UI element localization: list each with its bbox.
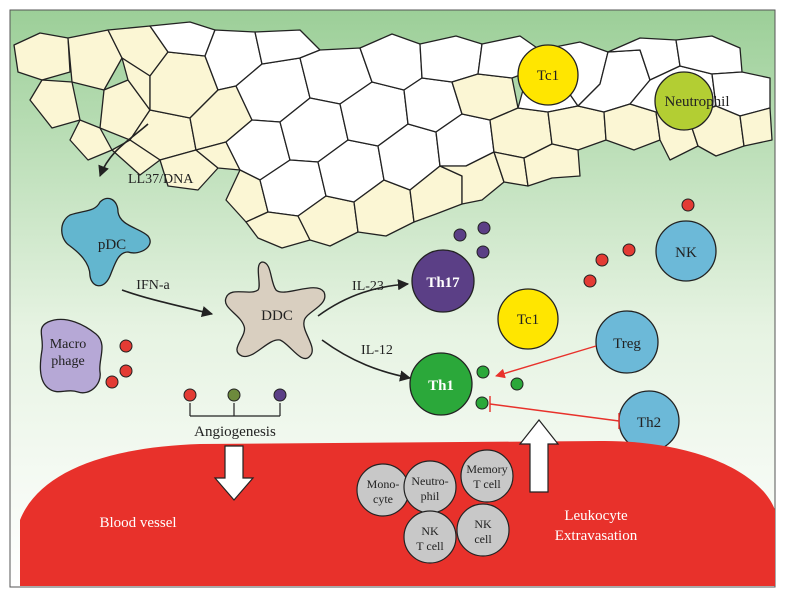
ifn-label: IFN-a [136,278,170,293]
angiogenesis-down-arrow [213,445,255,501]
extravasation-up-arrow [518,419,560,493]
nk-cytokine-dot [622,243,636,257]
angiogenesis-bracket [189,403,281,417]
nk-cytokine-dot [595,253,609,267]
angiogenesis-dot-red [183,388,197,402]
treg-cell: Treg [595,310,659,374]
vessel-neutrophil-label-line2: phil [421,489,440,503]
th1-cytokine-dot [475,396,489,410]
ddc-label: DDC [261,308,293,324]
pdc-label: pDC [98,237,126,253]
memory-label-line1: Memory [466,462,507,476]
leukocyte-label-line2: Extravasation [555,528,638,544]
tc1-top-label: Tc1 [537,68,559,84]
ddc-cell: DDC [224,261,326,359]
th17-label: Th17 [426,275,460,291]
nk-cytokine-dot [583,274,597,288]
treg-to-th1-arrow [495,345,597,379]
th17-cytokine-dot [476,245,490,259]
monocyte-label-line1: Mono- [367,477,400,491]
macrophage-cytokine-dot [119,339,133,353]
th2-label: Th2 [637,415,661,431]
ll37-label: LL37/DNA [128,172,194,187]
macrophage-cytokine-dot [119,364,133,378]
tc1-mid-label: Tc1 [517,312,539,328]
nkcell-label-line1: NK [474,517,492,531]
angiogenesis-dot-purple [273,388,287,402]
angiogenesis-label: Angiogenesis [194,424,276,440]
vessel-cell-memory-t: Memory T cell [460,449,514,503]
ll37-arrow [98,123,149,178]
pdc-cell: pDC [61,197,151,287]
th1-label: Th1 [428,378,454,394]
vessel-cell-monocyte: Mono- cyte [356,463,410,517]
neutrophil-top-cell: Neutrophil [654,71,730,131]
th1-cytokine-dot [510,377,524,391]
macrophage-label-line2: phage [51,354,84,369]
macrophage-cytokine-dot [105,375,119,389]
th17-cytokine-dot [477,221,491,235]
vessel-cell-neutrophil: Neutro- phil [403,460,457,514]
treg-label: Treg [613,336,641,352]
blood-vessel-label: Blood vessel [99,515,176,531]
vessel-cell-nkt: NK T cell [403,510,457,564]
vessel-neutrophil-label-line1: Neutro- [411,474,448,488]
nkt-label-line2: T cell [416,539,444,553]
th1-cell: Th1 [409,352,473,416]
memory-label-line2: T cell [473,477,501,491]
monocyte-label-line2: cyte [373,492,393,506]
tc1-top-cell: Tc1 [517,44,579,106]
leukocyte-label-line1: Leukocyte [564,508,628,524]
nk-cytokine-dot [681,198,695,212]
macrophage-label-line1: Macro [50,337,87,352]
tc1-mid-cell: Tc1 [497,288,559,350]
il12-arrow [321,339,412,382]
macrophage-cell: Macro phage [39,318,103,394]
il12-label: IL-12 [361,343,393,358]
ifn-arrow [121,289,214,317]
nkcell-label-line2: cell [474,532,492,546]
th17-cytokine-dot [453,228,467,242]
th2-inhibition-line [489,396,620,429]
neutrophil-top-label: Neutrophil [665,94,730,110]
nk-label: NK [675,245,697,261]
il23-arrow [317,279,410,317]
nk-cell: NK [655,220,717,282]
blood-vessel [20,440,775,586]
angiogenesis-dot-green [227,388,241,402]
th17-cell: Th17 [411,249,475,313]
nkt-label-line1: NK [421,524,439,538]
vessel-cell-nk: NK cell [456,503,510,557]
th1-cytokine-dot [476,365,490,379]
il23-label: IL-23 [352,279,384,294]
